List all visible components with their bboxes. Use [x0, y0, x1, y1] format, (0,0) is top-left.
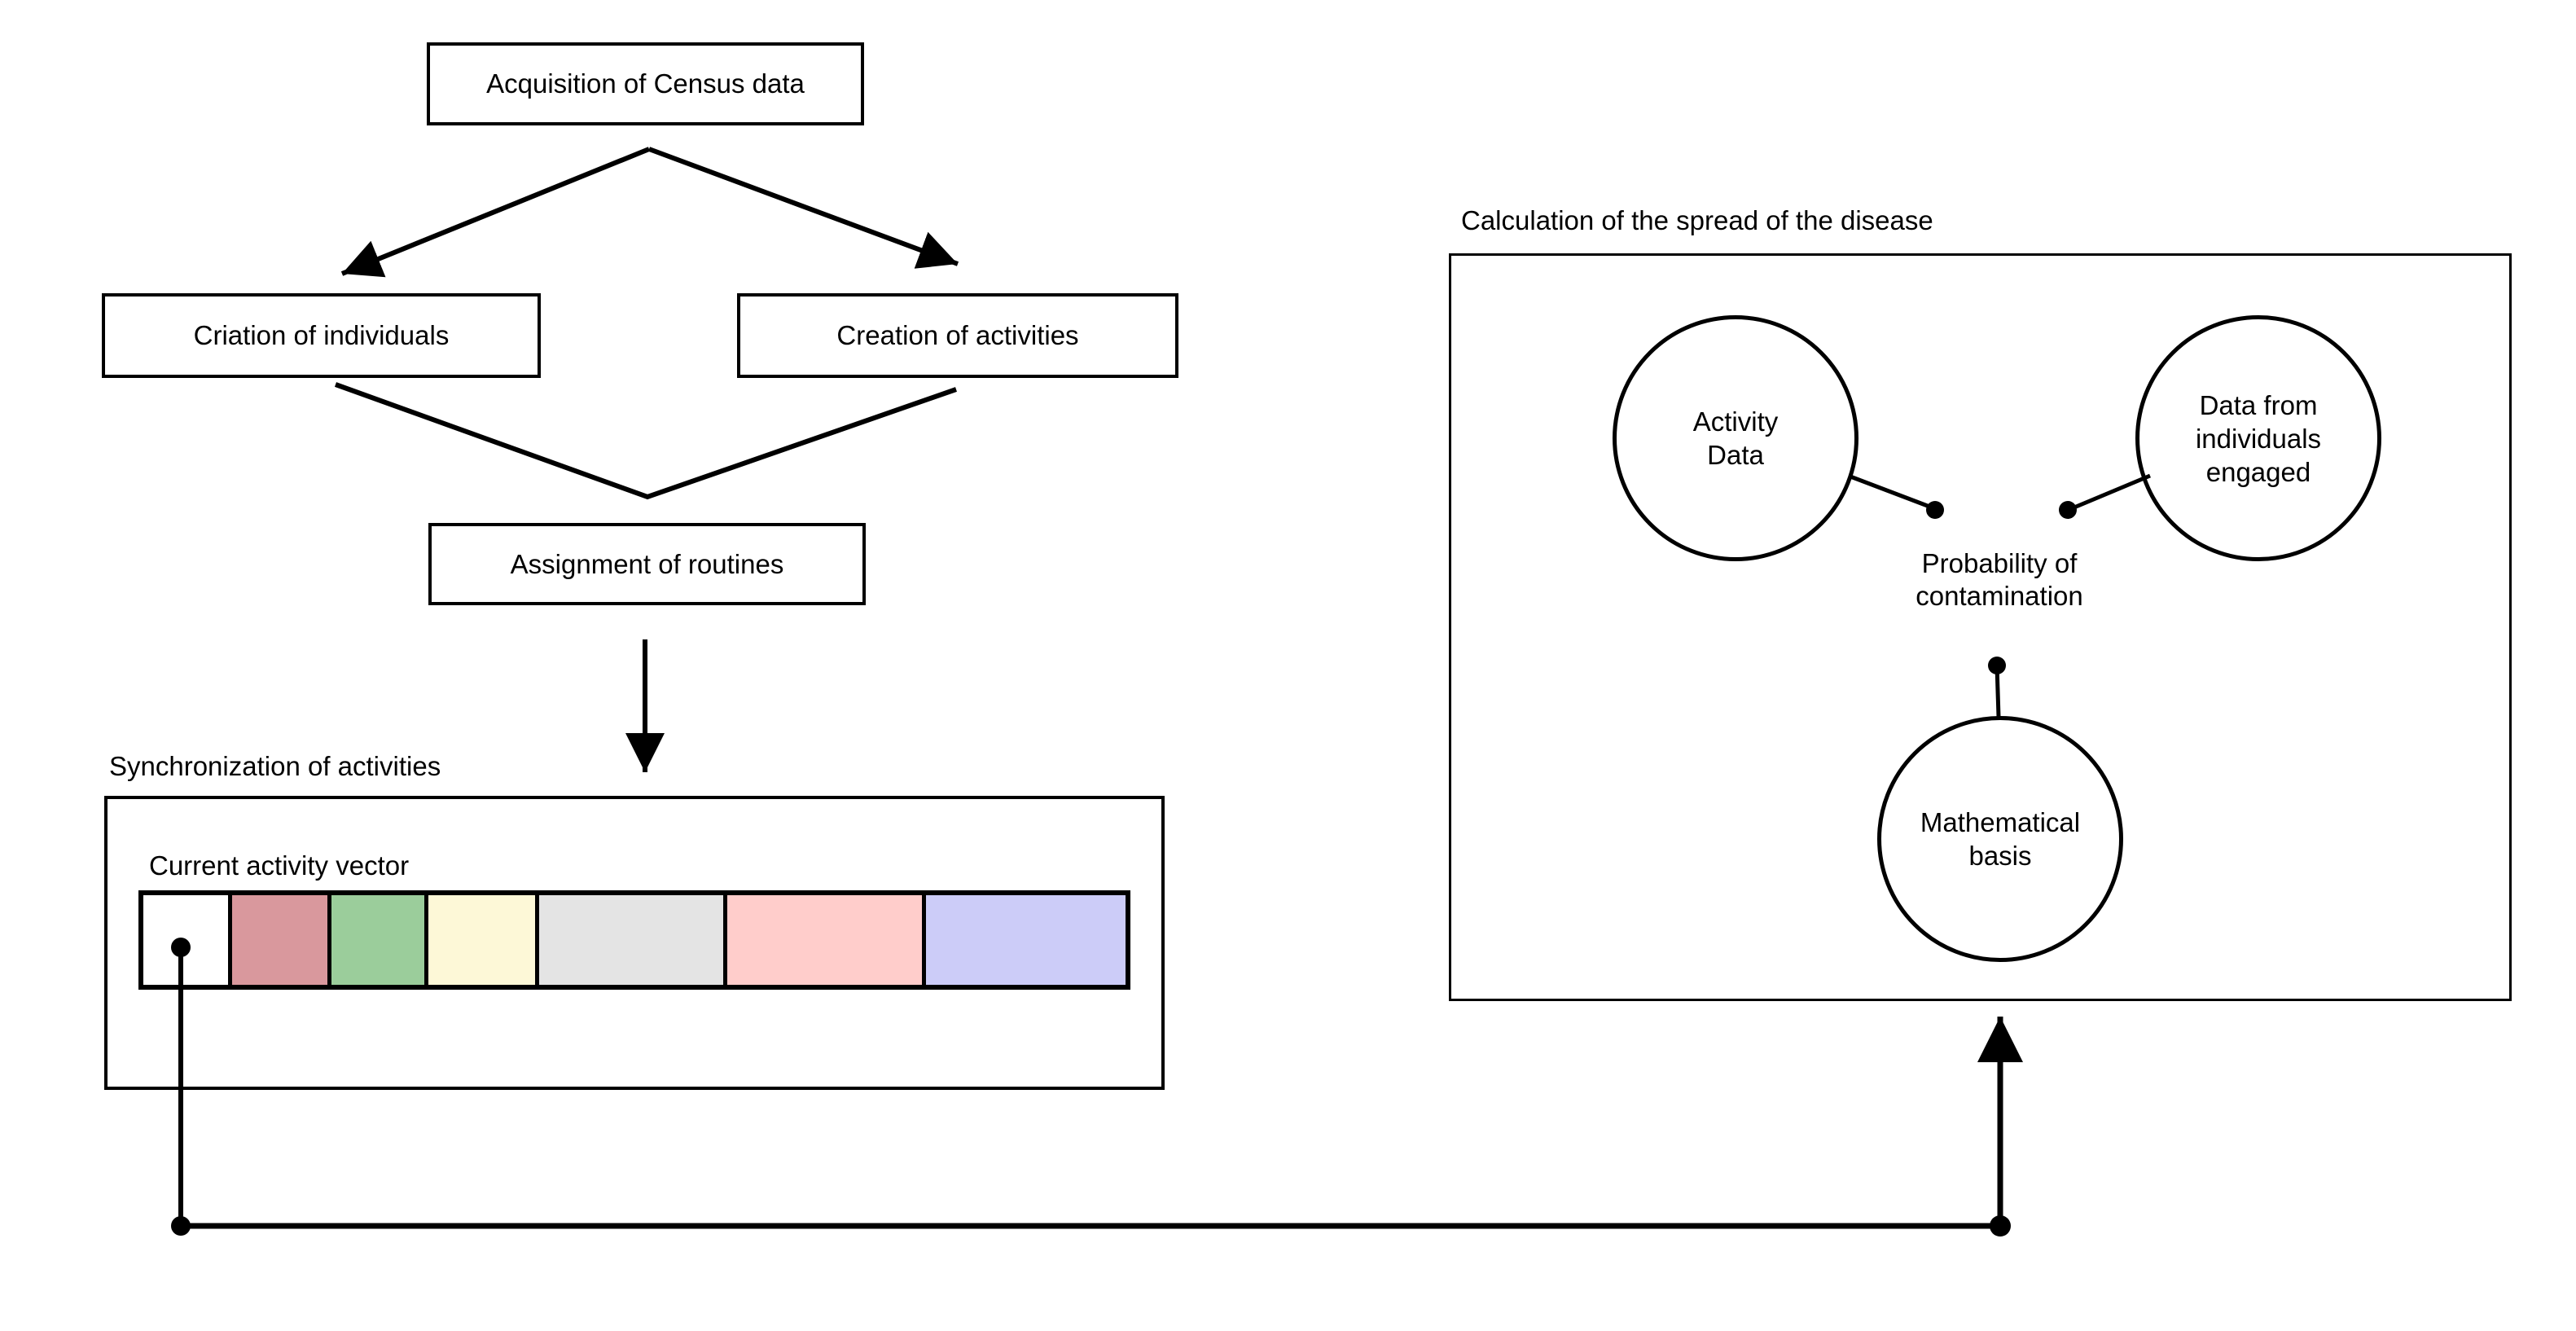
prob-label-line: Probability of — [1921, 548, 2078, 578]
node-label: Assignment of routines — [510, 548, 784, 579]
arrow-acquisition-to-criation — [340, 147, 651, 278]
rail-corner-dot-left — [171, 1216, 191, 1236]
circle-label-line: Data — [1707, 440, 1764, 470]
synchronization-title: Synchronization of activities — [109, 751, 441, 781]
node-activity-data: Activity Data — [1613, 315, 1858, 561]
node-label: Creation of activities — [836, 320, 1079, 350]
merge-lines-to-assignment — [334, 382, 957, 500]
calculation-title: Calculation of the spread of the disease — [1461, 205, 1933, 235]
node-probability-of-contamination: Probability of contamination — [1796, 547, 2203, 613]
vector-cell-yellow — [423, 895, 535, 985]
vector-cell-green — [327, 895, 424, 985]
prob-label-line: contamination — [1916, 581, 2083, 611]
vector-cell-empty — [143, 895, 229, 985]
vector-cell-rose — [228, 895, 327, 985]
activity-vector — [138, 890, 1130, 990]
node-acquisition-of-census-data: Acquisition of Census data — [427, 42, 864, 125]
node-data-from-individuals-engaged: Data from individuals engaged — [2135, 315, 2381, 561]
current-activity-vector-label: Current activity vector — [149, 850, 410, 881]
arrow-acquisition-to-creation — [647, 147, 959, 269]
circle-label-line: engaged — [2205, 456, 2311, 487]
circle-label-line: Mathematical — [1920, 807, 2081, 837]
vector-cell-lavender — [922, 895, 1126, 985]
vector-cell-pink — [722, 895, 923, 985]
circle-label-line: Data from — [2199, 389, 2318, 420]
rail-corner-dot-right — [1990, 1215, 2011, 1237]
node-creation-of-activities: Creation of activities — [737, 293, 1178, 378]
node-mathematical-basis: Mathematical basis — [1877, 716, 2123, 962]
node-criation-of-individuals: Criation of individuals — [102, 293, 541, 378]
circle-label-line: Activity — [1692, 406, 1779, 437]
node-assignment-of-routines: Assignment of routines — [428, 523, 866, 605]
vector-cell-gray — [534, 895, 723, 985]
circle-label-line: basis — [1968, 841, 2032, 871]
circle-label-line: individuals — [2195, 423, 2322, 454]
node-label: Acquisition of Census data — [486, 68, 805, 99]
node-label: Criation of individuals — [193, 320, 450, 350]
